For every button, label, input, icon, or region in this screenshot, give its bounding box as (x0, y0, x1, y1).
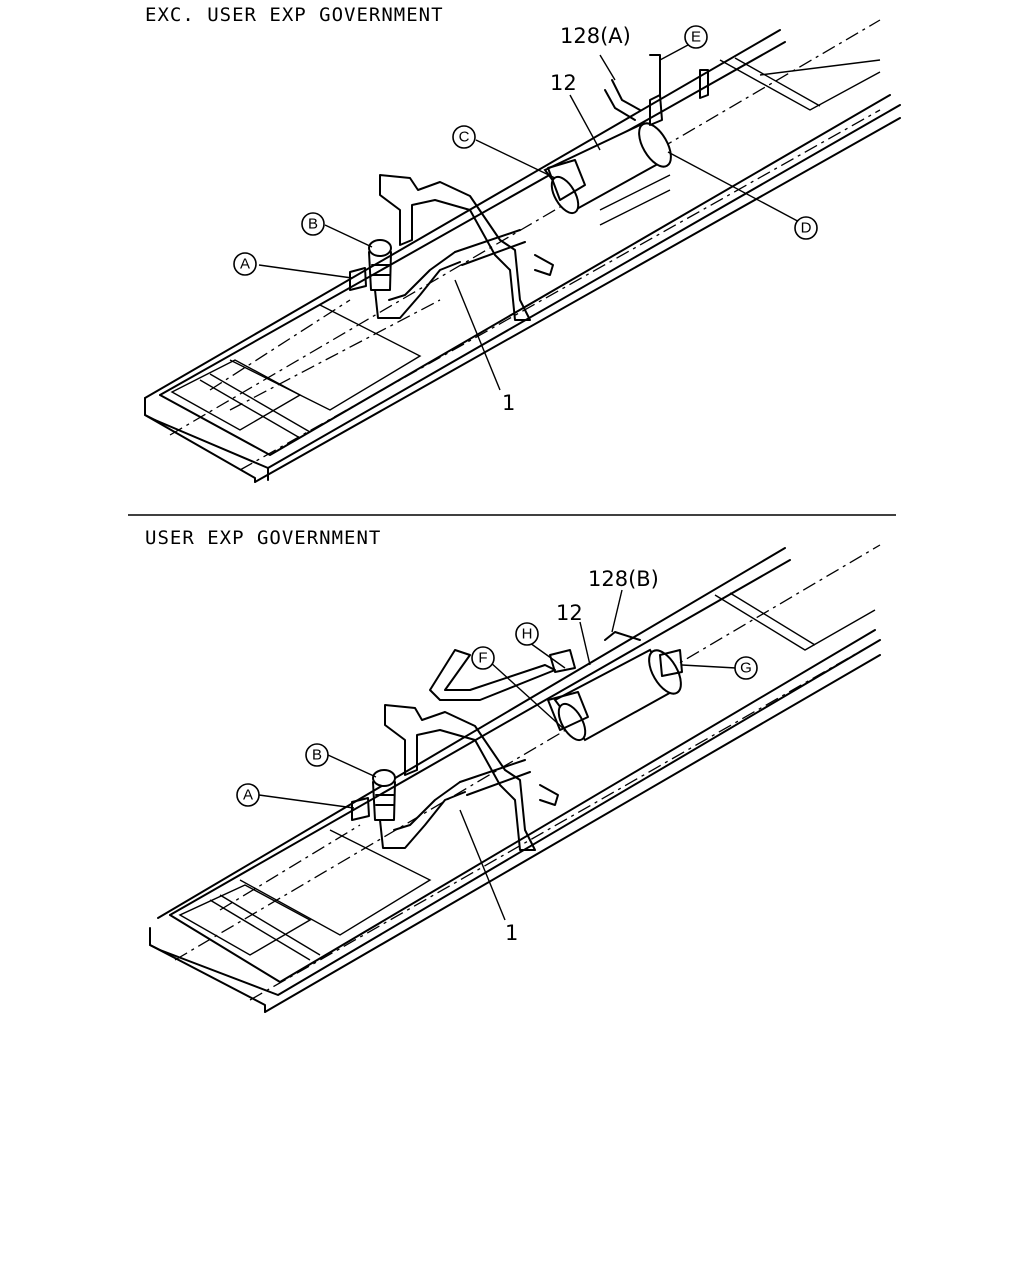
part-label-128a: 128(A) (560, 24, 631, 48)
crossmember-bracket-bottom (384, 704, 559, 851)
callout-h-bottom: H (515, 622, 539, 646)
callout-a-top-label: A (240, 256, 250, 273)
bottom-assembly: A B F G H 128(B) 12 1 (149, 544, 881, 1013)
callout-h-bottom-label: H (522, 626, 533, 643)
part-label-12-bottom: 12 (556, 601, 583, 625)
chassis-frame-top (144, 19, 901, 483)
callout-a-top: A (233, 252, 257, 276)
callout-b-bottom-label: B (312, 747, 322, 764)
top-assembly: A B C D E 128(A) 12 1 (144, 19, 901, 483)
crossmember-bracket-top (379, 174, 554, 321)
callout-b-top-label: B (308, 216, 318, 233)
callout-e-top-label: E (691, 29, 701, 46)
chassis-frame-bottom (149, 544, 881, 1013)
filler-neck-bottom (351, 759, 531, 849)
callout-b-top: B (301, 212, 325, 236)
callout-d-top-label: D (801, 220, 812, 237)
callout-f-bottom-label: F (478, 650, 487, 667)
callout-a-bottom: A (236, 783, 260, 807)
callout-e-top: E (684, 25, 708, 49)
callout-a-bottom-label: A (243, 787, 253, 804)
part-label-128b: 128(B) (588, 567, 659, 591)
callout-d-top: D (794, 216, 818, 240)
part-label-1-top: 1 (502, 391, 515, 415)
canister-bottom (547, 648, 683, 742)
part-label-1-bottom: 1 (505, 921, 518, 945)
canister-top (543, 122, 672, 226)
section-title-top: EXC. USER EXP GOVERNMENT (145, 4, 444, 26)
section-title-bottom: USER EXP GOVERNMENT (145, 527, 382, 549)
callout-g-bottom: G (734, 656, 758, 680)
vent-hose-128a (604, 54, 709, 126)
callout-c-top: C (452, 125, 476, 149)
filler-neck-top (349, 229, 526, 319)
part-label-12-top: 12 (550, 71, 577, 95)
callout-f-bottom: F (471, 646, 495, 670)
callout-g-bottom-label: G (740, 660, 752, 677)
callout-b-bottom: B (305, 743, 329, 767)
callout-c-top-label: C (459, 129, 470, 146)
